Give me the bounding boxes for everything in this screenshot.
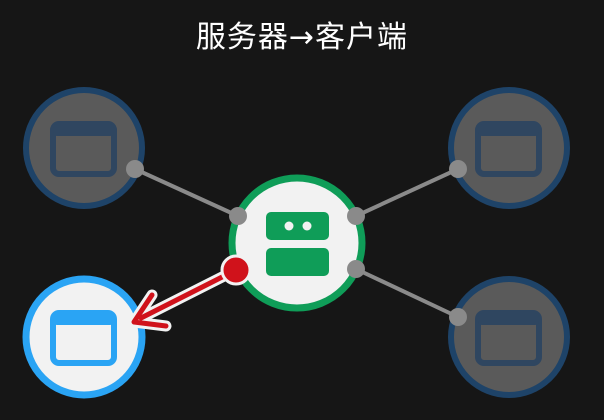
browser-window-icon [475,310,542,366]
client-node-bottom-left [22,275,146,399]
server-node [228,174,366,312]
diagram-title: 服务器→客户端 [195,20,409,55]
client-node-top-right [448,87,570,209]
arrow-origin-dot [220,254,252,286]
client-node-top-left [23,87,145,209]
connector-server-top-right [355,167,459,218]
port-dot [449,308,467,326]
port-dot [347,207,365,225]
browser-window-icon [475,121,542,177]
browser-window-icon [50,310,117,366]
port-dot [229,207,247,225]
server-icon [266,212,329,276]
port-dot [126,160,144,178]
client-node-bottom-right [448,276,570,398]
browser-window-icon [50,121,117,177]
connector-server-top-left [134,167,239,218]
port-dot [449,160,467,178]
port-dot [347,260,365,278]
data-flow-arrow [128,254,252,332]
connector-server-bottom-right [355,267,459,319]
